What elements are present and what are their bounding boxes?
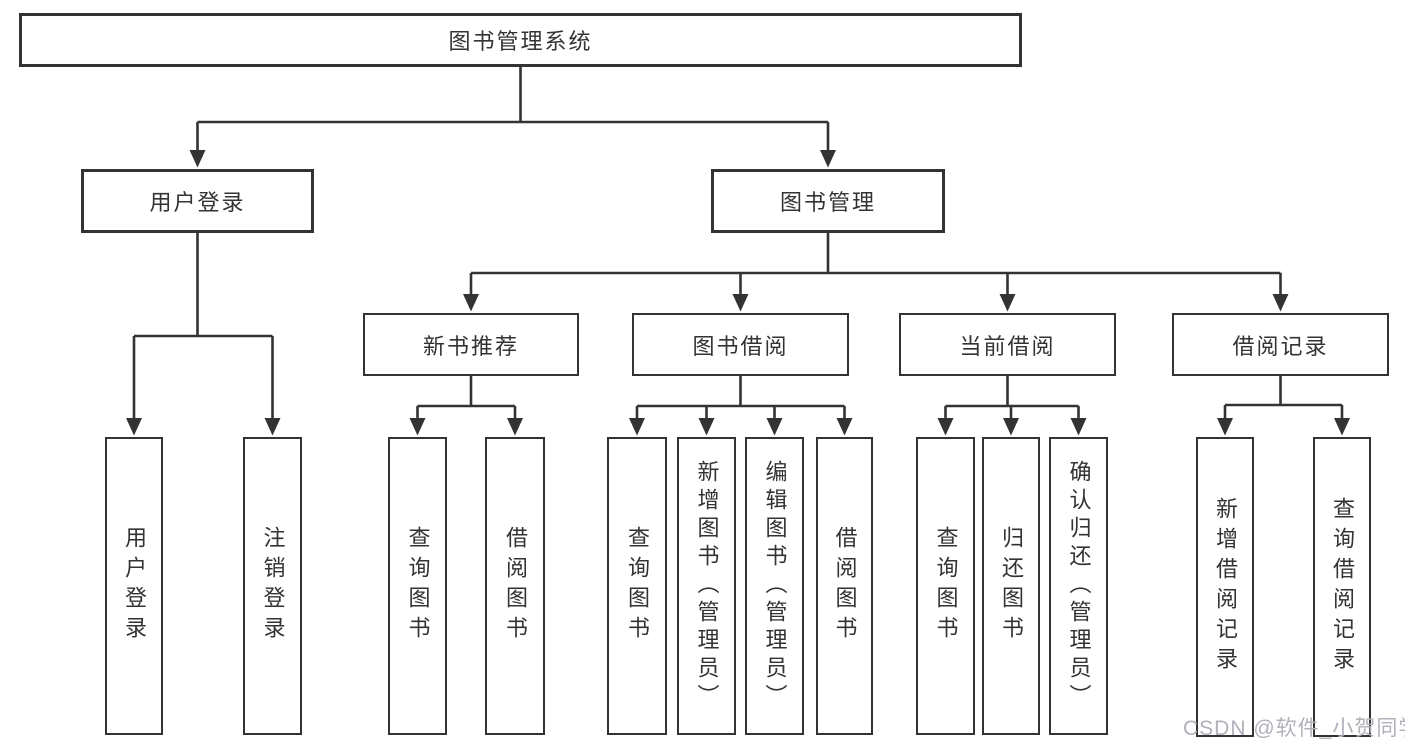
- leaf-borrow-books: 借阅图书: [816, 437, 873, 735]
- leaf-query-borrow-record: 查询借阅记录: [1313, 437, 1371, 737]
- edges-book-borrowing-children: [629, 376, 853, 436]
- edges-root-to-level2: [189, 67, 836, 168]
- arrowhead-icon: [732, 294, 749, 312]
- leaf-user-login: 用户登录: [105, 437, 163, 735]
- node-root: 图书管理系统: [19, 13, 1022, 67]
- arrowhead-icon: [126, 418, 142, 436]
- leaf-query-books-borrowing: 查询图书: [607, 437, 667, 735]
- arrowhead-icon: [836, 418, 853, 436]
- leaf-borrow-books-recommend: 借阅图书: [485, 437, 545, 735]
- arrowhead-icon: [820, 150, 836, 168]
- leaf-edit-books-admin: 编辑图书（管理员）: [745, 437, 804, 735]
- leaf-confirm-return-admin: 确认归还（管理员）: [1049, 437, 1108, 735]
- arrowhead-icon: [189, 150, 206, 168]
- leaf-add-borrow-record: 新增借阅记录: [1196, 437, 1254, 737]
- arrowhead-icon: [1272, 294, 1289, 312]
- arrowhead-icon: [1070, 418, 1087, 436]
- arrowhead-icon: [698, 418, 715, 436]
- csdn-watermark: CSDN @软件_小贺同学: [1183, 717, 1405, 740]
- leaf-logout-login: 注销登录: [243, 437, 302, 735]
- arrowhead-icon: [409, 418, 426, 436]
- edges-book-management-children: [463, 233, 1289, 312]
- arrowhead-icon: [629, 418, 645, 436]
- edges-borrowing-records-children: [1217, 376, 1350, 436]
- arrowhead-icon: [766, 418, 783, 436]
- arrowhead-icon: [1334, 418, 1350, 436]
- arrowhead-icon: [1003, 418, 1019, 436]
- edges-new-book-recommend-children: [409, 376, 523, 436]
- arrowhead-icon: [507, 418, 523, 436]
- node-new-book-recommend: 新书推荐: [363, 313, 579, 376]
- leaf-query-books-current: 查询图书: [916, 437, 975, 735]
- edges-current-borrowing-children: [937, 376, 1087, 436]
- edges-user-login-children: [126, 233, 281, 436]
- arrowhead-icon: [999, 294, 1016, 312]
- leaf-query-books-recommend: 查询图书: [388, 437, 447, 735]
- arrowhead-icon: [1217, 418, 1233, 436]
- node-user-login: 用户登录: [81, 169, 314, 233]
- node-book-borrowing: 图书借阅: [632, 313, 849, 376]
- arrowhead-icon: [463, 294, 479, 312]
- node-book-management: 图书管理: [711, 169, 945, 233]
- node-borrowing-records: 借阅记录: [1172, 313, 1389, 376]
- arrowhead-icon: [937, 418, 954, 436]
- leaf-return-books: 归还图书: [982, 437, 1040, 735]
- arrowhead-icon: [264, 418, 281, 436]
- node-current-borrowing: 当前借阅: [899, 313, 1116, 376]
- leaf-add-books-admin: 新增图书（管理员）: [677, 437, 736, 735]
